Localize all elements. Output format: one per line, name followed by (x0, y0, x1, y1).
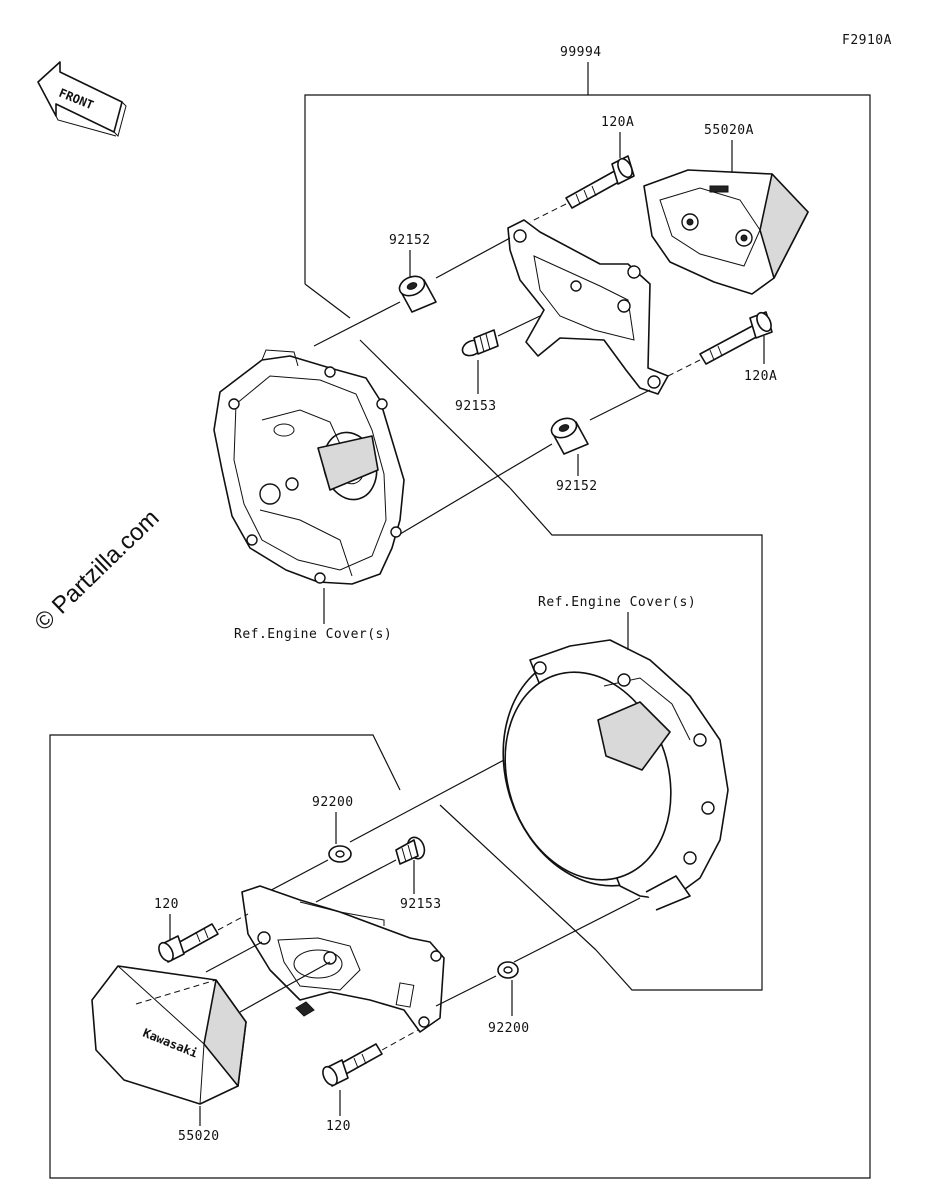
label-bolt-120a-lower: 120A (744, 369, 777, 384)
label-ref-engine-cover-left: Ref.Engine Cover(s) (234, 627, 392, 642)
bolt-120-left (158, 923, 219, 963)
guard-55020: Kawasaki (91, 965, 247, 1105)
label-screw-92153-upper: 92153 (455, 399, 497, 414)
guard-55020a (643, 169, 809, 295)
front-arrow-icon: FRONT (37, 61, 127, 137)
label-ref-engine-cover-right: Ref.Engine Cover(s) (538, 595, 696, 610)
label-collar-92152-lower: 92152 (556, 479, 598, 494)
label-bolt-120-left: 120 (154, 897, 179, 912)
label-bolt-120-bottom: 120 (326, 1119, 351, 1134)
figure-code: F2910A (842, 33, 892, 48)
bracket-upper (507, 219, 669, 395)
washer-92200-upper (328, 845, 352, 863)
bolt-120-bottom (322, 1043, 383, 1087)
collar-92152-upper (398, 275, 437, 313)
label-bolt-120a-upper: 120A (601, 115, 634, 130)
bolt-120a-lower (699, 311, 773, 365)
engine-cover-left (213, 349, 405, 585)
collar-92152-lower (550, 417, 589, 455)
label-kit-number: 99994 (560, 45, 602, 60)
kit-bracket-right (509, 487, 763, 991)
label-guard-55020: 55020 (178, 1129, 220, 1144)
upper-kit-bracket (304, 94, 871, 690)
label-washer-92200-upper: 92200 (312, 795, 354, 810)
label-guard-55020a: 55020A (704, 123, 754, 138)
engine-cover-right (502, 639, 729, 911)
washer-92200-lower (497, 961, 519, 979)
label-collar-92152-upper: 92152 (389, 233, 431, 248)
screw-92153-lower (395, 836, 426, 865)
watermark: © Partzilla.com (29, 505, 164, 637)
label-washer-92200-lower: 92200 (488, 1021, 530, 1036)
bracket-lower (241, 885, 445, 1033)
screw-92153-upper (461, 329, 499, 357)
bolt-120a-upper (565, 155, 635, 209)
label-screw-92153-lower: 92153 (400, 897, 442, 912)
lower-kit-bracket (49, 690, 871, 1179)
